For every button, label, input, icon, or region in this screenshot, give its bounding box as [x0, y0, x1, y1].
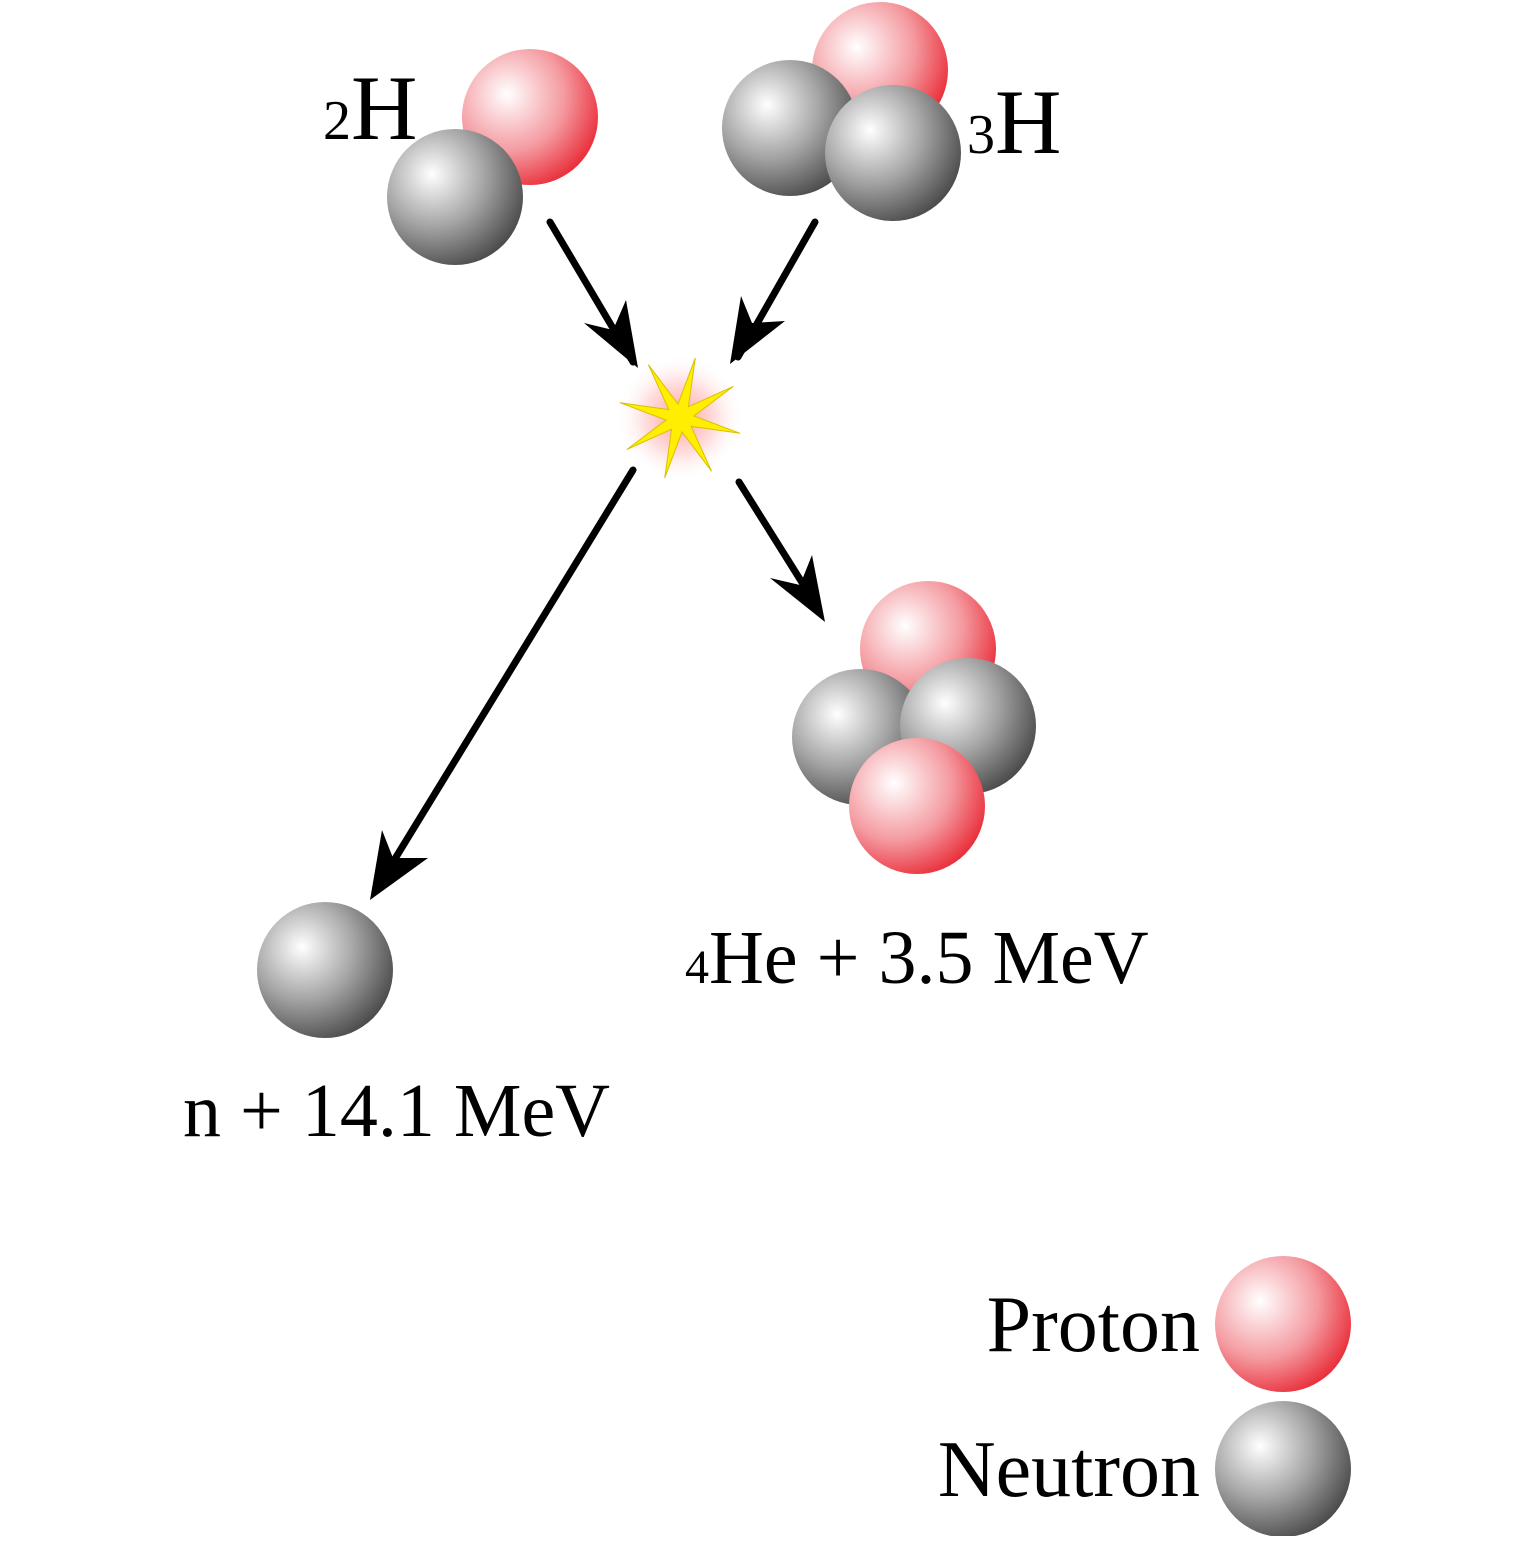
- deuterium-label: 2H: [323, 62, 417, 154]
- incoming-arrows: [546, 218, 819, 368]
- legend-neutron-label: Neutron: [937, 1426, 1200, 1514]
- deuterium-nucleus: [387, 49, 598, 265]
- tritium-neutron-right: [825, 85, 961, 221]
- arrowhead-neutron-out: [370, 830, 428, 900]
- legend-proton-label: Proton: [986, 1281, 1200, 1369]
- arrowhead-tritium-in: [730, 296, 785, 364]
- flash-star-icon: [619, 357, 741, 479]
- legend-neutron-icon: [1215, 1401, 1351, 1537]
- outgoing-arrows: [370, 466, 825, 900]
- deuterium-symbol: H: [351, 57, 418, 159]
- neutron-product-label: n + 14.1 MeV: [183, 1069, 611, 1153]
- helium-product-label: 4He + 3.5 MeV: [685, 920, 1149, 996]
- free-neutron: [257, 902, 393, 1038]
- tritium-label: 3H: [967, 76, 1061, 168]
- tritium-symbol: H: [995, 71, 1062, 173]
- arrowhead-deuterium-in: [584, 300, 638, 368]
- helium-mass-number: 4: [685, 941, 709, 994]
- fusion-flash: [616, 354, 744, 482]
- helium-product-text: He + 3.5 MeV: [709, 916, 1149, 1000]
- arrow-neutron-out: [378, 466, 637, 884]
- deuterium-mass-number: 2: [323, 90, 351, 152]
- helium-nucleus: [792, 581, 1036, 874]
- tritium-mass-number: 3: [967, 104, 995, 166]
- legend-proton-icon: [1215, 1256, 1351, 1392]
- helium-proton-bottom: [849, 738, 985, 874]
- arrowhead-helium-out: [770, 555, 825, 622]
- tritium-neutron-left: [722, 60, 858, 196]
- deuterium-neutron: [387, 129, 523, 265]
- tritium-nucleus: [722, 2, 961, 221]
